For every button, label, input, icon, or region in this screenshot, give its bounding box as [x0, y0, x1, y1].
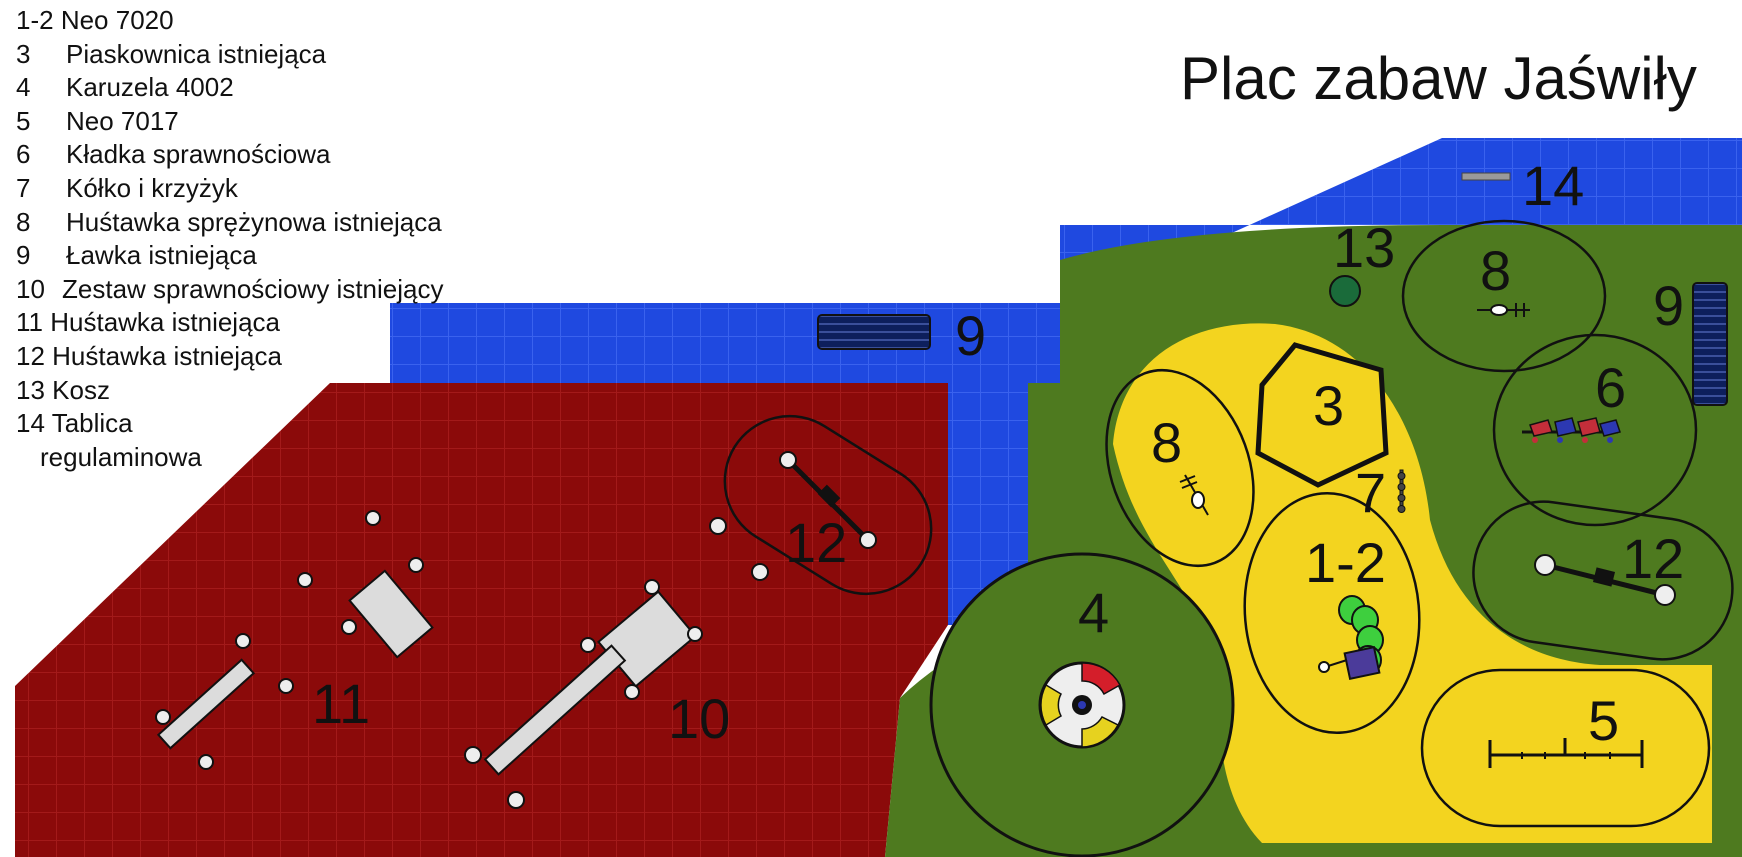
legend-label: Ławka istniejąca — [66, 240, 257, 271]
paving-area — [390, 138, 1742, 625]
legend-number: 9 — [16, 240, 31, 271]
swing — [155, 510, 434, 770]
legend-label: Kosz — [52, 374, 110, 405]
map-label-3: 3 — [1313, 374, 1344, 437]
legend-number: 7 — [16, 172, 31, 203]
neo-7020 — [1318, 595, 1384, 681]
legend-label: Neo 7017 — [66, 105, 179, 136]
legend-label: Huśtawka istniejąca — [52, 340, 282, 371]
legend-number: 3 — [16, 38, 31, 69]
legend-label: Zestaw sprawnościowy istniejący — [62, 273, 444, 304]
sandbox-hexagon — [1255, 342, 1389, 488]
map-label-9-left: 9 — [955, 304, 986, 367]
red-surface-area — [15, 383, 948, 857]
legend-number: 13 — [16, 374, 45, 405]
legend-item: 9 Ławka istniejąca — [16, 239, 443, 273]
legend-item: 1-2 Neo 7020 — [16, 4, 443, 38]
legend-number: 1-2 — [16, 5, 54, 35]
legend-label: Neo 7020 — [60, 5, 174, 35]
legend-item: 13 Kosz — [16, 374, 443, 408]
legend-item: 14 Tablica — [16, 407, 443, 441]
map-label-10: 10 — [668, 687, 730, 750]
post-marker — [751, 563, 769, 581]
notice-board — [1461, 172, 1511, 181]
legend-number: 6 — [16, 139, 31, 170]
map-label-5: 5 — [1588, 689, 1619, 752]
map-label-6: 6 — [1595, 356, 1626, 419]
safety-zone-8-top — [1401, 219, 1607, 373]
seesaw-right — [1534, 554, 1676, 606]
bench-right — [1692, 282, 1728, 406]
legend-label: regulaminowa — [40, 441, 202, 472]
page-title: Plac zabaw Jaświły — [1180, 45, 1697, 112]
safety-zone-12-right — [1472, 500, 1734, 661]
safety-zone-5 — [1420, 668, 1711, 828]
safety-zone-12-left — [723, 414, 933, 596]
safety-zone-6 — [1492, 333, 1698, 527]
legend-label: Kółko i krzyżyk — [66, 172, 238, 203]
spring-rider-left — [1179, 474, 1209, 516]
legend-item: regulaminowa — [16, 441, 443, 475]
safety-zone-8-left — [1105, 368, 1255, 568]
legend-label: Huśtawka istniejąca — [50, 307, 281, 338]
legend-item: 12 Huśtawka istniejąca — [16, 340, 443, 374]
neo-7017 — [1488, 738, 1644, 768]
tic-tac-toe — [1397, 469, 1406, 513]
map-label-1-2: 1-2 — [1305, 531, 1386, 594]
carousel — [1038, 661, 1126, 749]
legend-number: 4 — [16, 72, 31, 103]
map-label-12-right: 12 — [1622, 527, 1684, 590]
spring-rider-top — [1477, 303, 1530, 317]
legend-number: 14 — [16, 408, 45, 439]
legend-number: 11 — [16, 307, 43, 338]
legend-label: Karuzela 4002 — [66, 72, 234, 103]
legend-label: Huśtawka sprężynowa istniejąca — [66, 206, 442, 237]
map-label-4: 4 — [1078, 581, 1109, 644]
map-label-14: 14 — [1522, 154, 1584, 217]
legend-item: 4 Karuzela 4002 — [16, 71, 443, 105]
map-label-8-top: 8 — [1480, 239, 1511, 302]
waste-bin — [1329, 275, 1361, 307]
legend-number: 5 — [16, 105, 31, 136]
map-label-9-right: 9 — [1653, 274, 1684, 337]
map-label-12-left: 12 — [785, 511, 847, 574]
map-label-7: 7 — [1355, 461, 1386, 524]
legend-item: 11 Huśtawka istniejąca — [16, 306, 443, 340]
legend-number: 12 — [16, 340, 45, 371]
legend-label: Kładka sprawnościowa — [66, 139, 331, 170]
safety-zone-1-2 — [1243, 491, 1421, 735]
fitness-set — [464, 579, 703, 809]
map-label-13: 13 — [1333, 216, 1395, 279]
legend-item: 7 Kółko i krzyżyk — [16, 172, 443, 206]
map-label-8-left: 8 — [1151, 411, 1182, 474]
legend-label: Piaskownica istniejąca — [66, 38, 327, 69]
bench-top-left — [817, 314, 931, 350]
seesaw-left — [779, 451, 877, 549]
legend-item: 5 Neo 7017 — [16, 105, 443, 139]
post-marker — [709, 517, 727, 535]
legend-item: 3 Piaskownica istniejąca — [16, 38, 443, 72]
legend-number: 8 — [16, 206, 31, 237]
legend-item: 8 Huśtawka sprężynowa istniejąca — [16, 206, 443, 240]
map-label-11: 11 — [312, 672, 370, 735]
balance-beam — [1522, 417, 1621, 443]
legend-number: 10 — [16, 273, 45, 304]
legend-label: Tablica — [51, 408, 133, 439]
legend: 1-2 Neo 7020 3 Piaskownica istniejąca 4 Ka… — [16, 4, 443, 474]
legend-item: 10 Zestaw sprawnościowy istniejący — [16, 273, 443, 307]
legend-item: 6 Kładka sprawnościowa — [16, 138, 443, 172]
